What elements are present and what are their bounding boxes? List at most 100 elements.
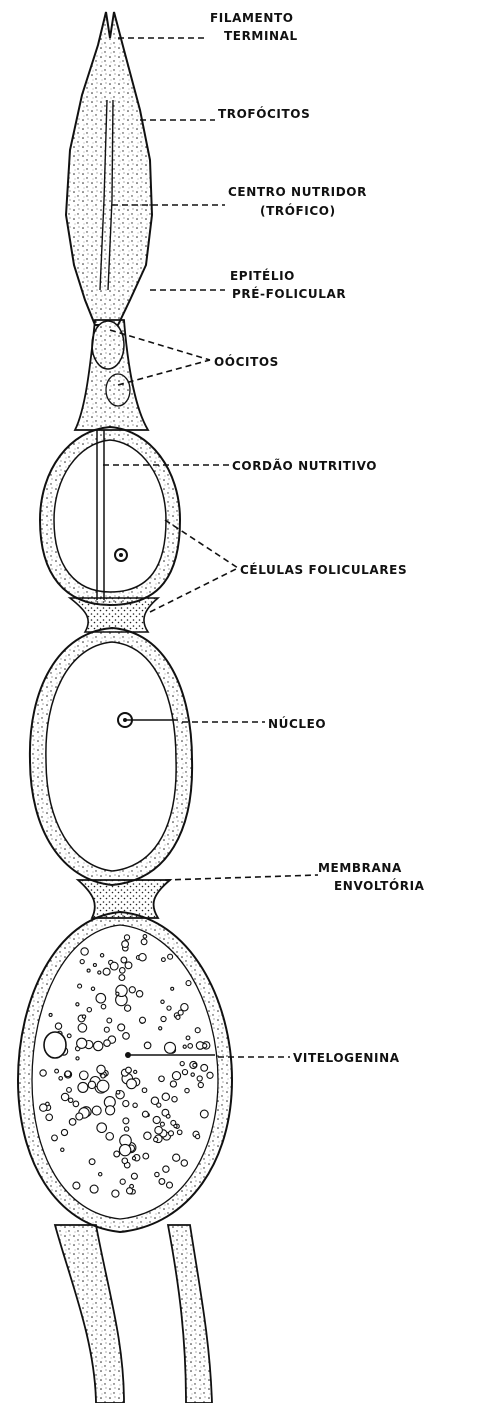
- yolk-granule: [61, 1093, 68, 1100]
- yolk-granule: [99, 1173, 102, 1176]
- yolk-granule: [153, 1116, 160, 1123]
- yolk-granule: [81, 948, 88, 955]
- label-oocitos: OÓCITOS: [214, 354, 279, 369]
- yolk-granule: [76, 1057, 79, 1060]
- yolk-granule: [168, 954, 173, 959]
- label-vitelogenina: VITELOGENINA: [293, 1051, 400, 1065]
- yolk-granule: [142, 1111, 148, 1117]
- yolk-granule: [116, 992, 119, 995]
- yolk-granule: [132, 1157, 135, 1160]
- yolk-granule: [112, 1190, 119, 1197]
- yolk-granule: [118, 1024, 125, 1031]
- yolk-granule: [65, 1071, 71, 1077]
- yolk-granule: [193, 1063, 197, 1067]
- follicle-2: [30, 628, 192, 885]
- yolk-granule: [55, 1023, 61, 1029]
- yolk-granule: [180, 1062, 184, 1066]
- leader-oocitos-2: [118, 360, 210, 385]
- label-epitelio-line1: EPITÉLIO: [230, 268, 295, 283]
- label-epitelio-line2: PRÉ-FOLICULAR: [232, 286, 346, 301]
- leader-membrana: [165, 875, 318, 880]
- label-centro-line1: CENTRO NUTRIDOR: [228, 185, 367, 199]
- yolk-granule: [124, 935, 129, 940]
- yolk-granule: [162, 1093, 169, 1100]
- yolk-granule: [119, 975, 125, 981]
- label-trofocitos: TROFÓCITOS: [218, 106, 310, 121]
- yolk-granule: [46, 1102, 50, 1106]
- yolk-granule: [78, 1024, 87, 1033]
- yolk-granule: [155, 1172, 159, 1176]
- yolk-granule: [107, 1018, 112, 1023]
- yolk-granule: [114, 1151, 120, 1157]
- yolk-granule: [55, 1069, 59, 1073]
- yolk-granule: [78, 1082, 88, 1092]
- yolk-granule: [196, 1135, 200, 1139]
- yolk-granule: [100, 954, 103, 957]
- yolk-granule: [197, 1076, 202, 1081]
- yolk-granule: [78, 984, 82, 988]
- yolk-granule: [170, 1081, 176, 1087]
- yolk-granule: [172, 1072, 180, 1080]
- yolk-granule: [200, 1110, 208, 1118]
- yolk-granule: [52, 1135, 58, 1141]
- yolk-granule: [69, 1119, 76, 1126]
- yolk-granule: [101, 1074, 105, 1078]
- yolk-granule: [121, 957, 127, 963]
- yolk-granule: [80, 1071, 89, 1080]
- yolk-granule: [106, 1106, 115, 1115]
- yolk-granule: [61, 1129, 67, 1135]
- yolk-granule: [89, 1159, 95, 1165]
- yolk-granule: [67, 1088, 72, 1093]
- yolk-granule: [159, 1179, 165, 1185]
- vitellogenic-oocyte: [18, 912, 232, 1232]
- yolk-granule: [183, 1045, 186, 1048]
- yolk-granule: [165, 1042, 176, 1053]
- yolk-granule: [129, 987, 135, 993]
- yolk-granule: [40, 1070, 46, 1076]
- yolk-granule: [186, 1036, 190, 1040]
- label-nucleo: NÚCLEO: [268, 716, 326, 731]
- yolk-granule: [94, 1041, 103, 1050]
- label-centro-line2: (TRÓFICO): [260, 203, 336, 218]
- yolk-granule: [159, 1076, 165, 1082]
- yolk-granule: [97, 1123, 107, 1133]
- yolk-granule: [97, 1065, 105, 1073]
- yolk-granule: [198, 1082, 203, 1087]
- yolk-granule: [134, 1070, 137, 1073]
- yolk-granule: [182, 1070, 187, 1075]
- yolk-granule: [91, 987, 94, 990]
- yolk-granule: [131, 1173, 137, 1179]
- yolk-granule: [77, 1038, 87, 1048]
- yolk-granule: [97, 1080, 109, 1092]
- yolk-granule: [122, 1158, 128, 1164]
- yolk-granule: [93, 964, 96, 967]
- yolk-granule: [159, 1027, 162, 1030]
- yolk-granule: [87, 1008, 91, 1012]
- label-filamento-line2: TERMINAL: [224, 29, 298, 43]
- yolk-granule: [169, 1131, 174, 1136]
- yolk-granule: [59, 1077, 63, 1081]
- yolk-granule: [155, 1126, 163, 1134]
- yolk-granule: [88, 1081, 95, 1088]
- yolk-granule: [120, 1179, 125, 1184]
- yolk-granule: [143, 935, 147, 939]
- yolk-granule: [186, 981, 191, 986]
- yolk-granule: [157, 1103, 161, 1107]
- yolk-granule: [124, 1127, 128, 1131]
- label-filamento-line1: FILAMENTO: [210, 11, 294, 25]
- yolk-granule: [73, 1182, 80, 1189]
- yolk-granule: [163, 1166, 169, 1172]
- yolk-granule: [201, 1064, 208, 1071]
- yolk-granule: [104, 1040, 111, 1047]
- pedicel: [55, 1225, 212, 1403]
- yolk-granule: [73, 1101, 79, 1107]
- yolk-granule: [110, 962, 118, 970]
- yolk-granule: [154, 1138, 158, 1142]
- yolk-granule: [181, 1004, 188, 1011]
- yolk-granule: [122, 941, 129, 948]
- yolk-granule: [76, 1003, 79, 1006]
- yolk-granule: [103, 968, 110, 975]
- yolk-granule: [96, 993, 106, 1003]
- label-celulas: CÉLULAS FOLICULARES: [240, 562, 407, 577]
